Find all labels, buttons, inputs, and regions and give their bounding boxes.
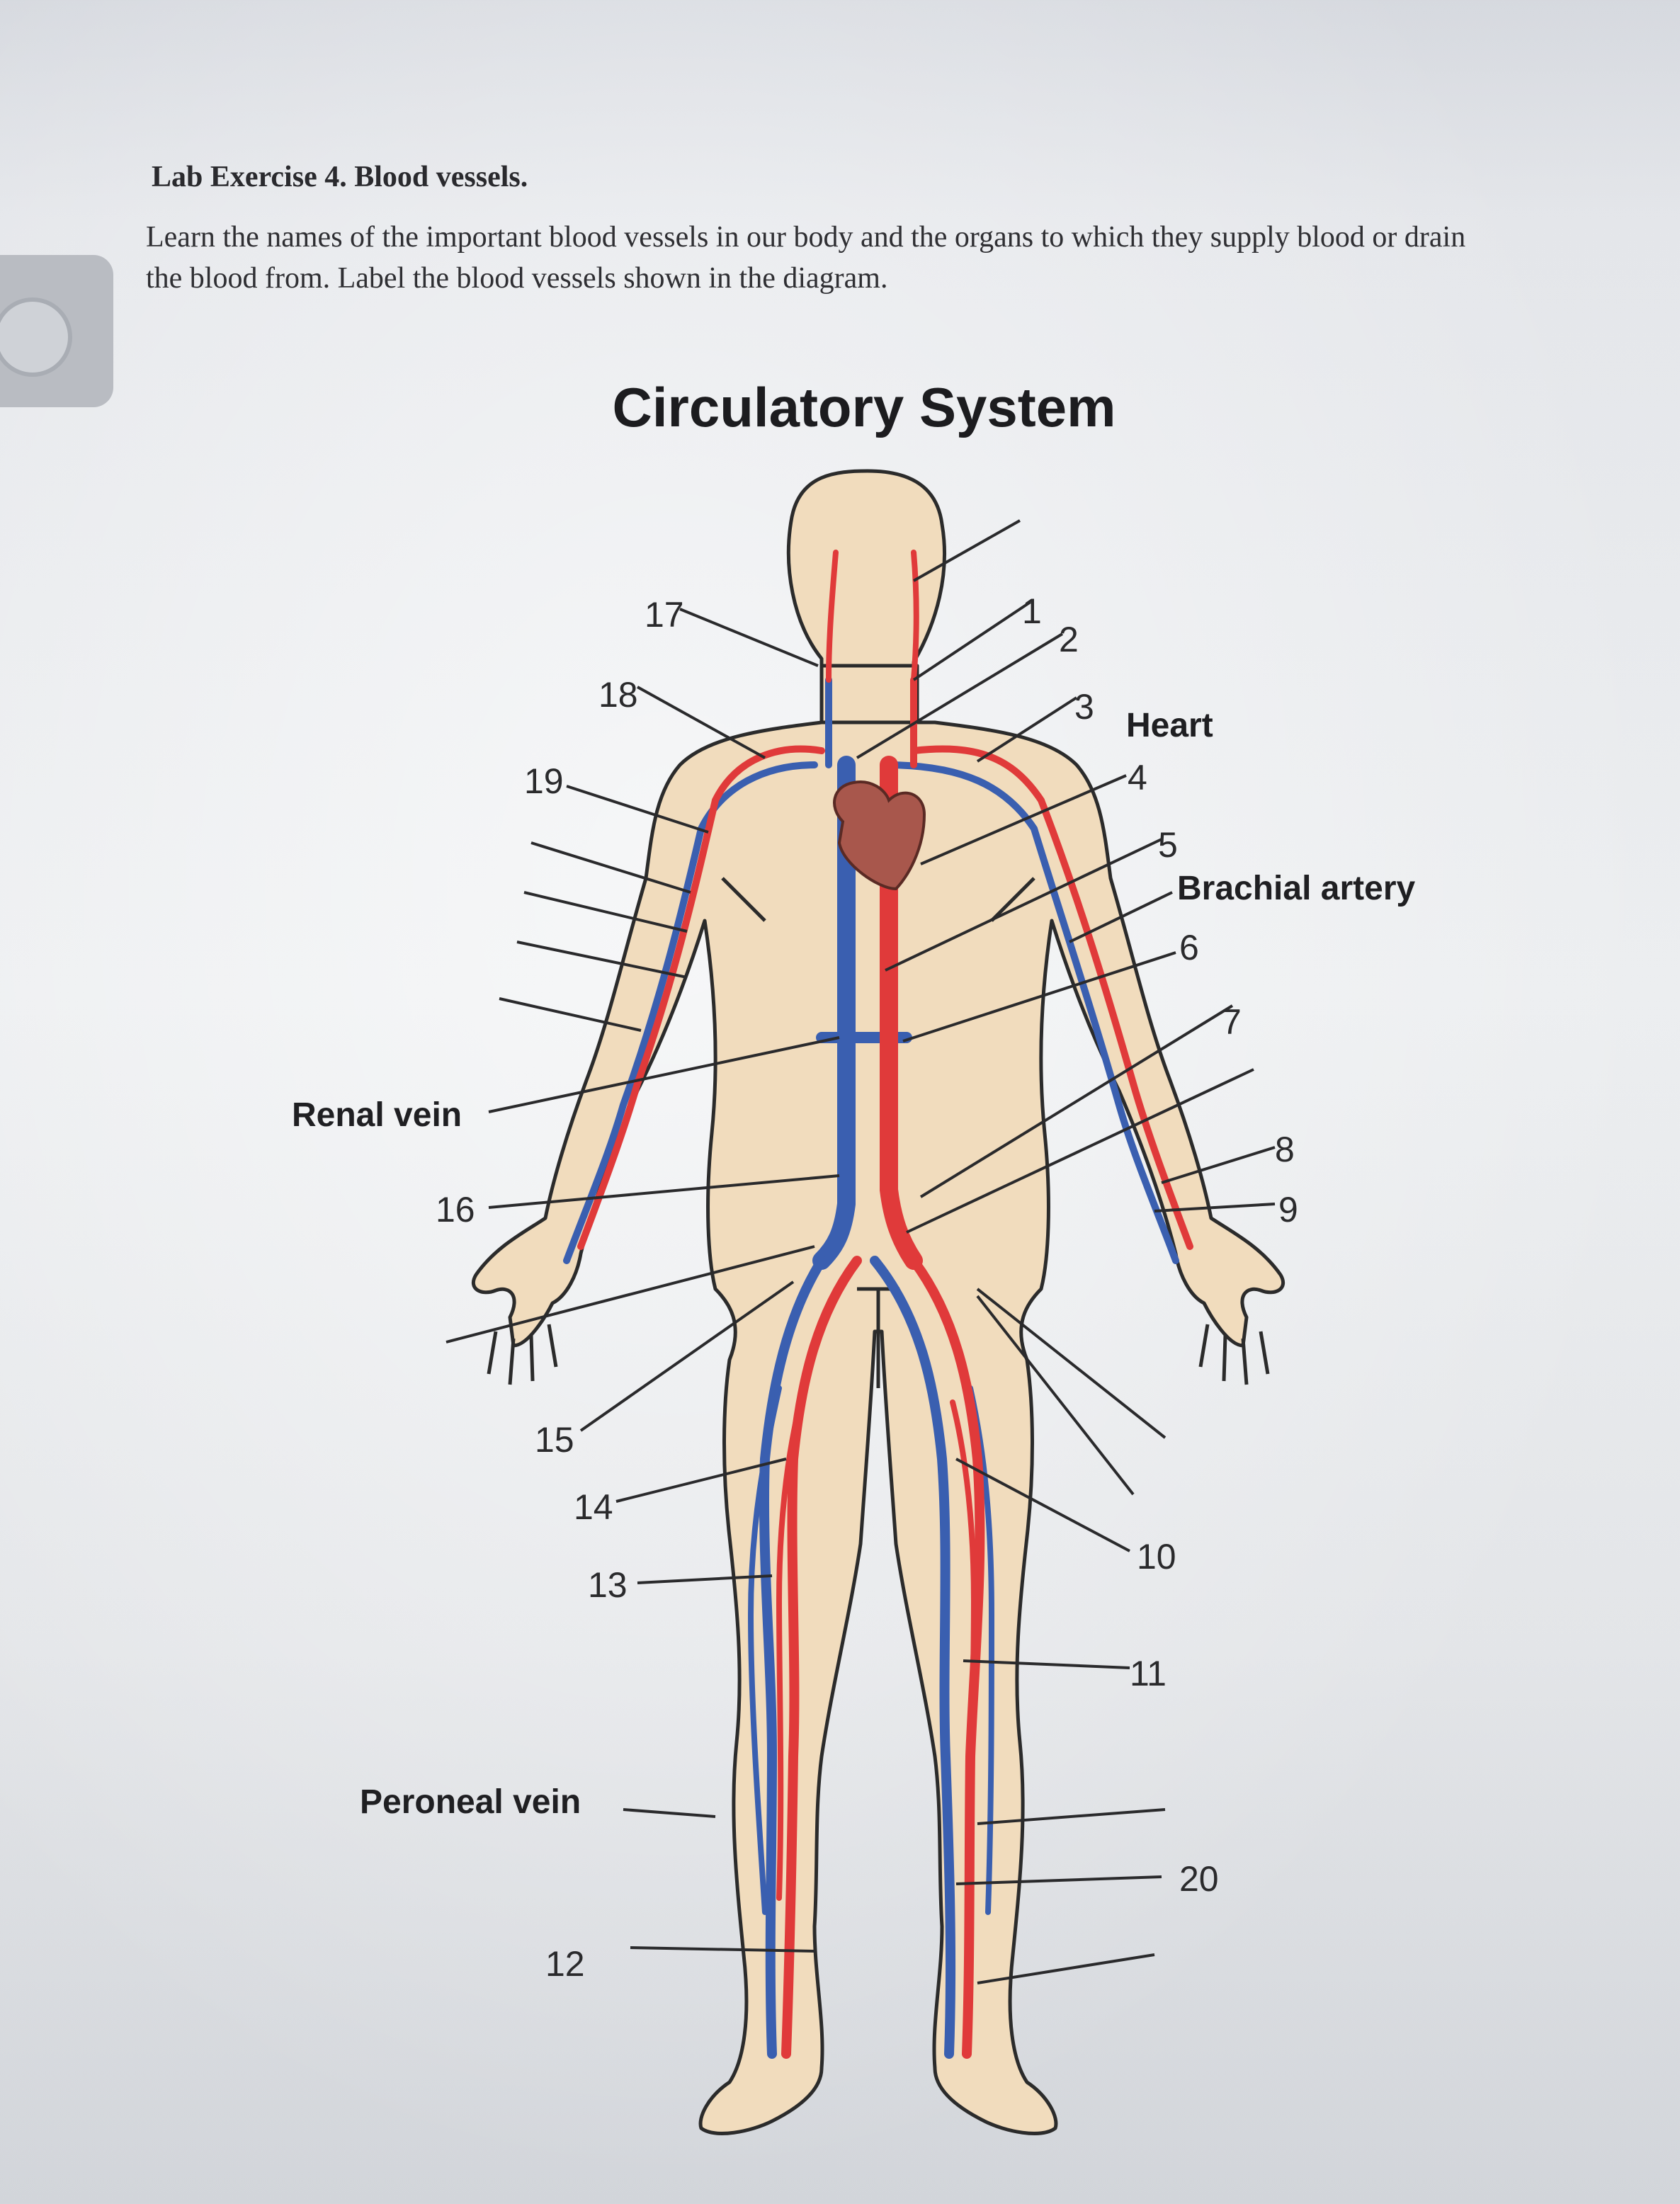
label-1: 1: [1022, 591, 1042, 631]
label-11: 11: [1130, 1654, 1167, 1693]
label-16: 16: [436, 1190, 475, 1229]
label-20: 20: [1179, 1859, 1219, 1899]
label-9: 9: [1278, 1190, 1298, 1229]
label-8: 8: [1275, 1130, 1295, 1169]
label-7: 7: [1222, 1002, 1242, 1042]
label-17: 17: [645, 595, 684, 635]
label-14: 14: [574, 1487, 613, 1527]
label-15: 15: [535, 1420, 574, 1460]
label-peroneal-vein: Peroneal vein: [360, 1783, 581, 1821]
torso-and-arms: [473, 722, 1283, 2133]
label-brachial-artery: Brachial artery: [1177, 870, 1415, 907]
head: [788, 471, 944, 694]
label-10: 10: [1137, 1537, 1176, 1577]
label-12: 12: [545, 1944, 585, 1984]
label-13: 13: [588, 1565, 628, 1605]
label-3: 3: [1074, 687, 1094, 727]
label-renal-vein: Renal vein: [292, 1096, 462, 1134]
label-19: 19: [524, 761, 564, 801]
label-6: 6: [1179, 928, 1199, 967]
label-5: 5: [1158, 825, 1178, 865]
neck: [822, 666, 917, 722]
label-4: 4: [1128, 758, 1147, 797]
label-2: 2: [1059, 620, 1079, 659]
label-18: 18: [598, 675, 638, 715]
label-heart: Heart: [1126, 707, 1213, 744]
